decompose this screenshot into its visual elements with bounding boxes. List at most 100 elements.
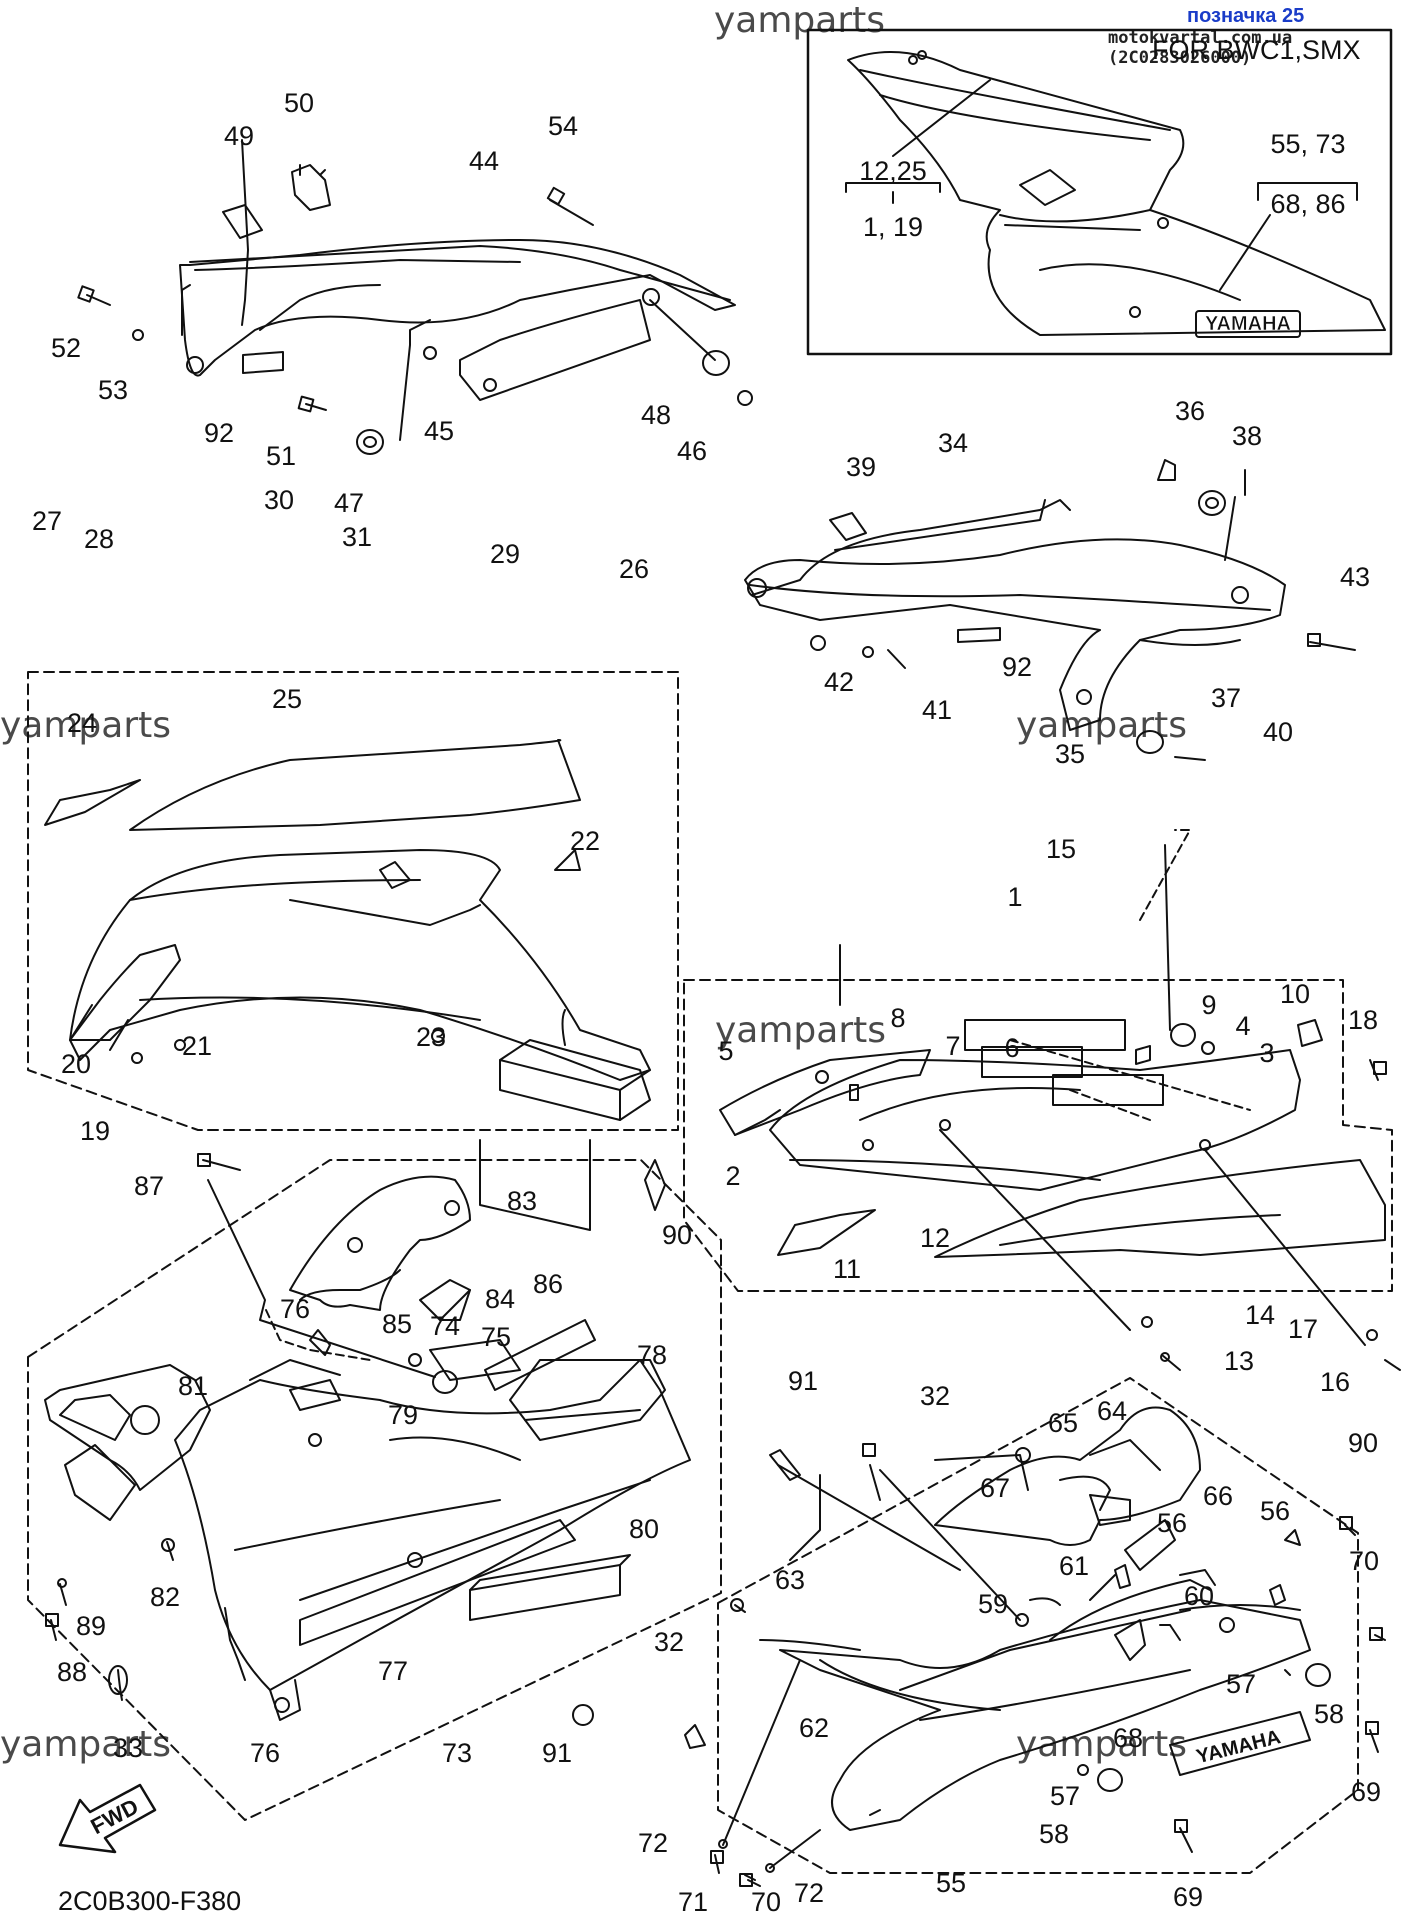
part-callout-39: 39 xyxy=(846,452,876,482)
part-callout-11: 11 xyxy=(833,1254,861,1284)
lower-cowling-right-group: YAMAHA xyxy=(684,1377,1386,1887)
part-callout-60: 60 xyxy=(1184,1581,1214,1611)
part-callout-20: 20 xyxy=(61,1049,91,1079)
part-callout-79: 79 xyxy=(388,1400,418,1430)
part-callout-40: 40 xyxy=(1263,717,1293,747)
part-callout-37: 37 xyxy=(1211,683,1241,713)
part-callout-89: 89 xyxy=(76,1611,106,1641)
part-callout-84: 84 xyxy=(485,1284,515,1314)
part-callout-90: 90 xyxy=(662,1220,692,1250)
part-callout-75: 75 xyxy=(481,1322,511,1352)
part-callout-10: 10 xyxy=(1280,979,1310,1009)
part-callout-71: 71 xyxy=(678,1887,708,1917)
part-callout-61: 61 xyxy=(1059,1551,1089,1581)
part-callout-88: 88 xyxy=(57,1657,87,1687)
upper-cowling-group xyxy=(77,139,753,455)
part-callout-74: 74 xyxy=(430,1311,460,1341)
part-callout-53: 53 xyxy=(98,375,128,405)
inset-title: FOR BWC1,SMX xyxy=(1152,35,1361,65)
part-callout-15: 15 xyxy=(1046,834,1076,864)
part-callout-87: 87 xyxy=(134,1171,164,1201)
part-callout-32: 32 xyxy=(654,1627,684,1657)
inset-group-b-bottom: 68, 86 xyxy=(1270,189,1345,219)
part-callout-76: 76 xyxy=(250,1738,280,1768)
part-callout-82: 82 xyxy=(150,1582,180,1612)
part-callout-92: 92 xyxy=(204,418,234,448)
part-callout-31: 31 xyxy=(342,522,372,552)
part-callout-76: 76 xyxy=(280,1294,310,1324)
part-callout-77: 77 xyxy=(378,1656,408,1686)
part-callout-43: 43 xyxy=(1340,562,1370,592)
part-callout-69: 69 xyxy=(1173,1882,1203,1912)
part-callout-70: 70 xyxy=(1349,1546,1379,1576)
part-callout-73: 73 xyxy=(442,1738,472,1768)
part-callout-7: 7 xyxy=(945,1031,960,1061)
part-callout-14: 14 xyxy=(1245,1300,1275,1330)
watermark: yamparts xyxy=(1016,705,1188,746)
part-callout-48: 48 xyxy=(641,400,671,430)
part-callout-55: 55 xyxy=(936,1868,966,1898)
part-callout-83: 83 xyxy=(507,1186,537,1216)
part-callout-12: 12 xyxy=(920,1223,950,1253)
site-code: motokvartal.com.ua (2C0283026000) xyxy=(1108,28,1293,68)
part-callout-47: 47 xyxy=(334,488,364,518)
part-callout-64: 64 xyxy=(1097,1396,1127,1426)
part-callout-41: 41 xyxy=(922,695,952,725)
part-callout-34: 34 xyxy=(938,428,968,458)
part-callout-42: 42 xyxy=(824,667,854,697)
part-callout-28: 28 xyxy=(84,524,114,554)
part-callout-65: 65 xyxy=(1048,1408,1078,1438)
part-callout-58: 58 xyxy=(1039,1819,1069,1849)
watermark-top: yamparts xyxy=(714,0,886,41)
part-callout-54: 54 xyxy=(548,111,578,141)
part-callout-72: 72 xyxy=(794,1878,824,1908)
part-callout-22: 22 xyxy=(570,826,600,856)
watermark: yamparts xyxy=(0,1724,172,1765)
inset-group-b-top: 55, 73 xyxy=(1270,129,1345,159)
part-callout-23: 23 xyxy=(416,1022,446,1052)
part-callout-1: 1 xyxy=(1007,882,1022,912)
inset-group-a-top: 12,25 xyxy=(859,156,927,186)
part-callout-33: 33 xyxy=(113,1733,143,1763)
part-callout-5: 5 xyxy=(718,1036,733,1066)
side-cover-right-group xyxy=(683,829,1401,1371)
part-callout-56: 56 xyxy=(1260,1496,1290,1526)
part-callout-86: 86 xyxy=(533,1269,563,1299)
part-callout-69: 69 xyxy=(1351,1777,1381,1807)
part-callout-49: 49 xyxy=(224,121,254,151)
part-callout-80: 80 xyxy=(629,1514,659,1544)
part-callout-66: 66 xyxy=(1203,1481,1233,1511)
part-callout-30: 30 xyxy=(264,485,294,515)
badge-label: позначка 25 xyxy=(1187,5,1305,27)
part-callout-27: 27 xyxy=(32,506,62,536)
part-callout-51: 51 xyxy=(266,441,296,471)
part-callout-44: 44 xyxy=(469,146,499,176)
part-callout-35: 35 xyxy=(1055,739,1085,769)
part-callout-4: 4 xyxy=(1235,1011,1250,1041)
part-callout-32: 32 xyxy=(920,1381,950,1411)
part-callout-91: 91 xyxy=(788,1366,818,1396)
part-callout-78: 78 xyxy=(637,1340,667,1370)
part-callout-52: 52 xyxy=(51,333,81,363)
part-callout-58: 58 xyxy=(1314,1699,1344,1729)
part-callout-38: 38 xyxy=(1232,421,1262,451)
part-callout-91: 91 xyxy=(542,1738,572,1768)
part-callout-72: 72 xyxy=(638,1828,668,1858)
part-callout-21: 21 xyxy=(182,1031,212,1061)
part-callout-50: 50 xyxy=(284,88,314,118)
part-callout-45: 45 xyxy=(424,416,454,446)
inset-group-a-bottom: 1, 19 xyxy=(863,212,923,242)
part-callout-8: 8 xyxy=(890,1003,905,1033)
part-callout-57: 57 xyxy=(1050,1781,1080,1811)
side-cowling-left-group xyxy=(27,671,679,1131)
part-callout-67: 67 xyxy=(980,1473,1010,1503)
part-callout-68: 68 xyxy=(1113,1723,1143,1753)
watermark: yamparts xyxy=(715,1010,887,1051)
lower-brand: YAMAHA xyxy=(1194,1726,1283,1768)
callout-layer: 5049445452539251474548463638343943424192… xyxy=(32,88,1381,1917)
part-callout-29: 29 xyxy=(490,539,520,569)
part-callout-25: 25 xyxy=(272,684,302,714)
part-callout-70: 70 xyxy=(751,1887,781,1917)
